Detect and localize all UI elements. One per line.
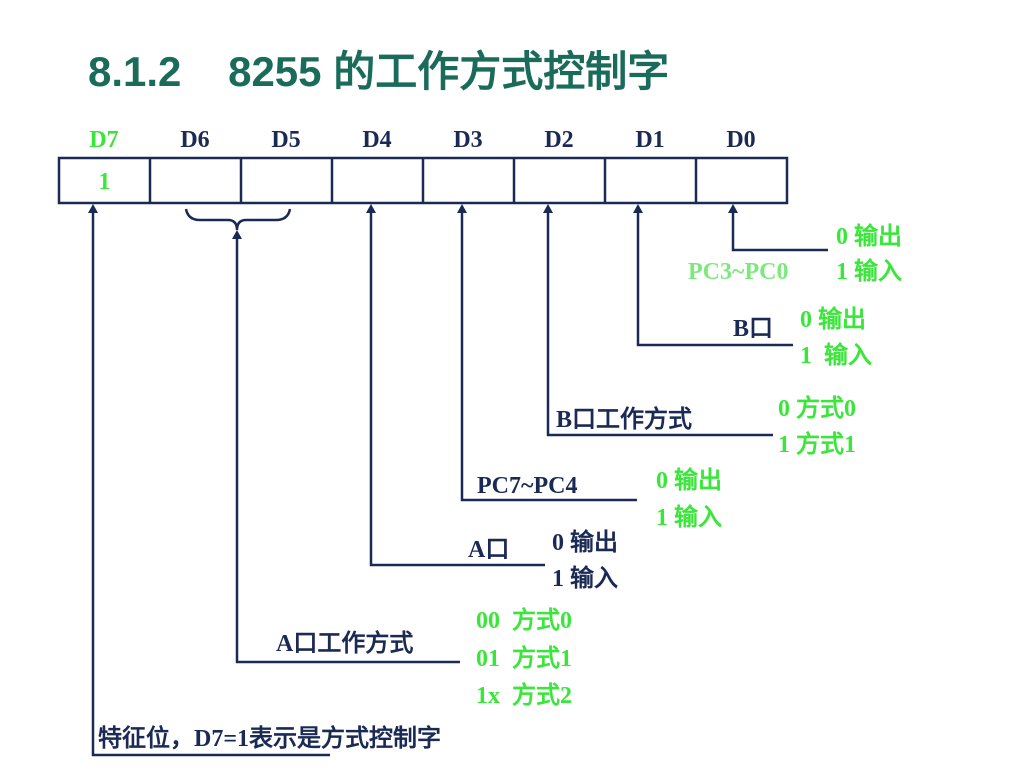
arrow-d6d5 [232,230,242,239]
leader-d3 [460,210,637,502]
leader-d2 [546,210,773,437]
label-pc7-pc4: PC7~PC4 [477,473,578,499]
d65-option-1x: 1x 方式2 [476,683,572,709]
label-a-port-mode: A口工作方式 [276,631,414,657]
leader-d6d5 [235,238,460,664]
bit-label-d7: D7 [89,127,119,153]
label-pc3-pc0: PC3~PC0 [688,259,789,285]
arrow-d7 [88,204,98,213]
d2-option-0: 0 方式0 [778,396,856,422]
label-b-port-mode: B口工作方式 [556,407,693,433]
label-a-port: A口 [468,537,510,563]
bit-label-d6: D6 [180,127,210,153]
bit-label-d4: D4 [362,127,392,153]
d0-option-1: 1 输入 [836,259,902,285]
label-feature-bit: 特征位，D7=1表示是方式控制字 [98,726,442,752]
d1-option-0: 0 输出 [800,307,866,333]
brace-d6-d5 [184,208,292,231]
bit-label-d5: D5 [271,127,301,153]
d4-option-0: 0 输出 [552,530,618,556]
arrow-d1 [633,204,643,213]
leader-d0 [731,210,828,252]
bit-value-d7: 1 [98,169,111,195]
leader-d7 [91,210,330,757]
d1-option-1: 1 输入 [800,343,872,369]
bit-label-d0: D0 [726,127,756,153]
d65-option-01: 01 方式1 [476,646,572,672]
arrow-d2 [543,204,553,213]
d2-option-1: 1 方式1 [778,432,856,458]
bit-label-d2: D2 [544,127,574,153]
page-title: 8.1.2 8255 的工作方式控制字 [88,48,670,95]
d4-option-1: 1 输入 [552,566,618,592]
leader-d4 [369,210,545,567]
d3-option-1: 1 输入 [656,505,722,531]
leader-d1 [636,210,793,347]
bit-label-d1: D1 [635,127,665,153]
d3-option-0: 0 输出 [656,468,722,494]
arrow-d0 [728,204,738,213]
bit-label-d3: D3 [453,127,483,153]
d65-option-00: 00 方式0 [476,608,572,634]
d0-option-0: 0 输出 [836,224,902,250]
arrow-d4 [366,204,376,213]
arrow-d3 [457,204,467,213]
label-b-port: B口 [733,316,774,342]
